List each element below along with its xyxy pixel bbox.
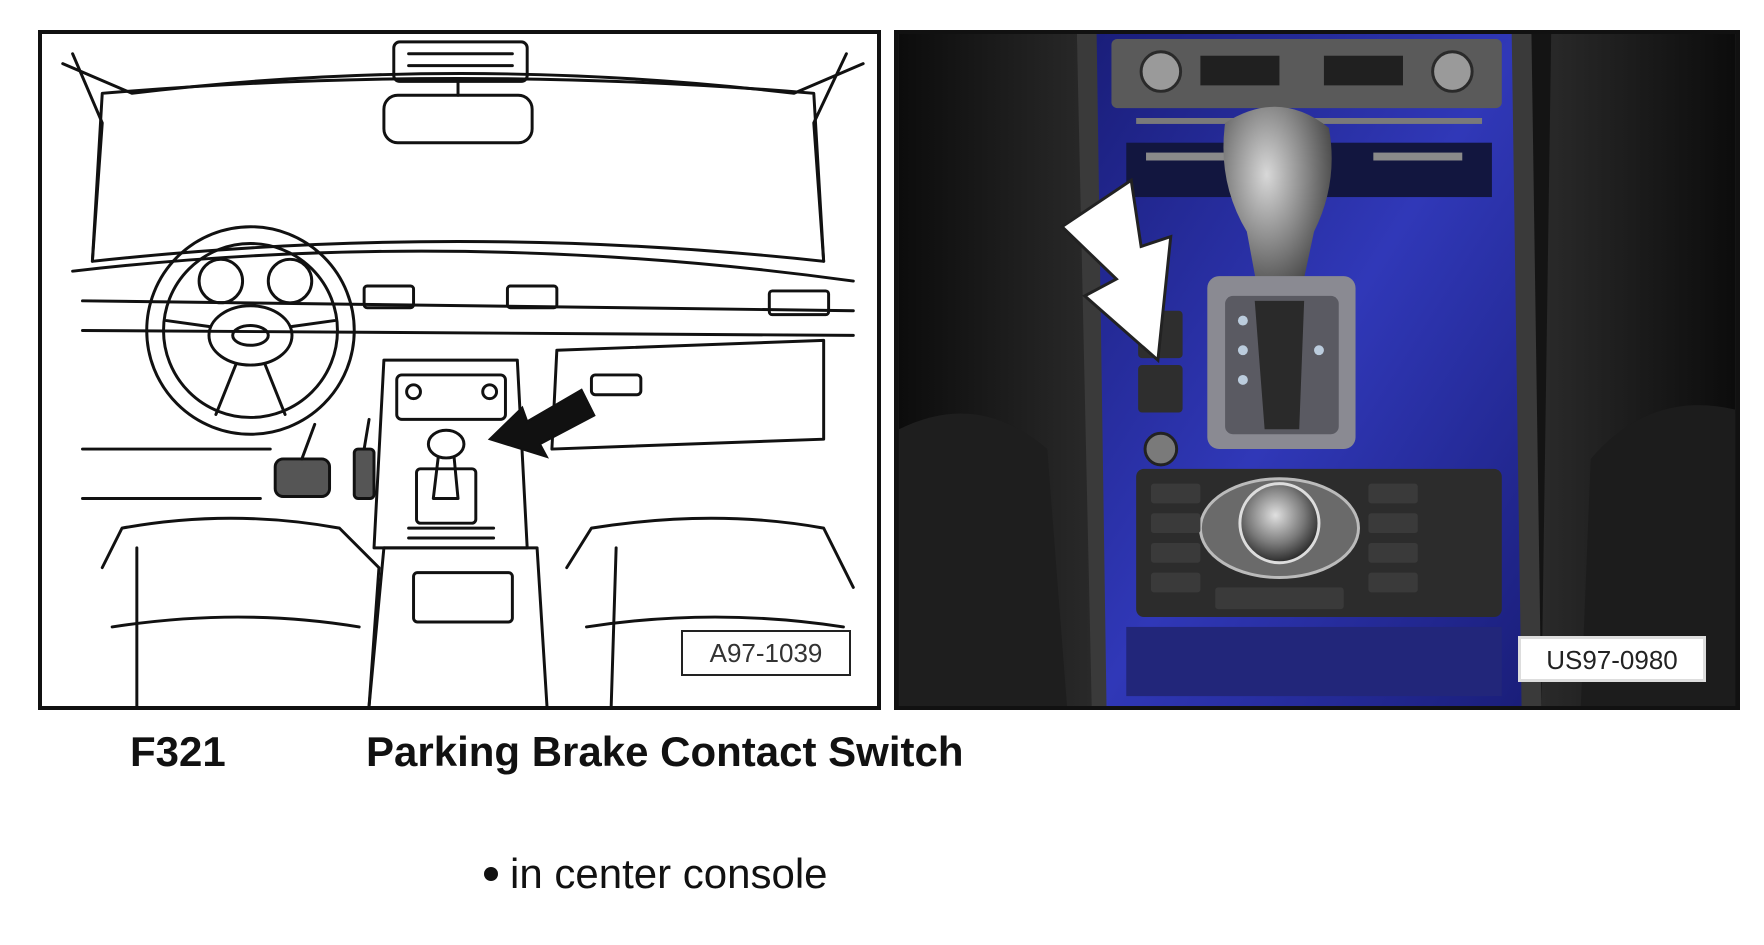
left-figure-label: A97-1039: [681, 630, 851, 676]
arrow-icon: [1059, 177, 1173, 364]
location-bullet: in center console: [484, 850, 828, 898]
center-console-photo: [898, 34, 1736, 706]
component-code: F321: [130, 728, 226, 775]
component-title: Parking Brake Contact Switch: [366, 728, 964, 775]
right-figure-photo: US97-0980: [894, 30, 1740, 710]
dashboard-line-drawing: [61, 40, 865, 706]
bullet-icon: [484, 867, 498, 881]
right-figure-label: US97-0980: [1518, 636, 1706, 682]
left-figure-drawing: A97-1039: [38, 30, 881, 710]
arrow-icon: [487, 388, 596, 459]
location-text: in center console: [510, 850, 828, 897]
